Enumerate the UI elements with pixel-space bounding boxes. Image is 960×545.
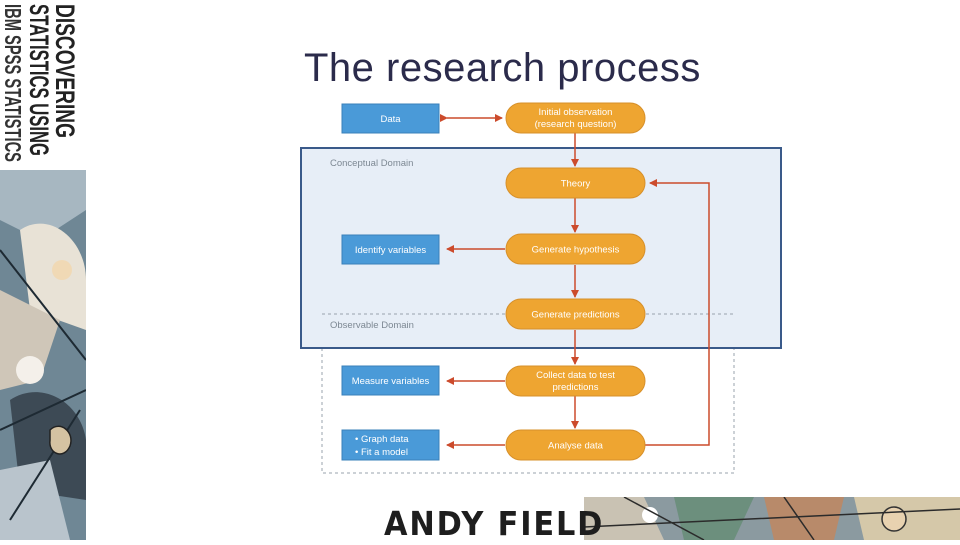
- step-generate-predictions-label: Generate predictions: [531, 310, 619, 321]
- book-title-line-3: IBM SPSS STATISTICS: [0, 4, 26, 162]
- book-title-line-2: STATISTICS USING: [24, 4, 54, 156]
- author-name: ANDY FIELD: [384, 504, 605, 543]
- box-graph-data-line-1: • Graph data: [355, 434, 409, 445]
- step-theory: Theory: [505, 167, 646, 199]
- comic-illustration-side: [0, 170, 87, 540]
- arrow-feedback-loop: [645, 179, 710, 446]
- observable-domain-label: Observable Domain: [330, 320, 414, 331]
- box-graph-data: • Graph data • Fit a model: [341, 429, 440, 461]
- box-measure-variables-label: Measure variables: [352, 376, 430, 387]
- step-generate-hypothesis-label: Generate hypothesis: [532, 245, 620, 256]
- box-identify-variables-label: Identify variables: [355, 245, 427, 256]
- box-data: Data: [341, 103, 440, 134]
- book-title-logo: DISCOVERING STATISTICS USING IBM SPSS ST…: [0, 0, 86, 170]
- step-collect-data-line-2: predictions: [553, 382, 599, 393]
- book-title-svg: DISCOVERING STATISTICS USING IBM SPSS ST…: [0, 4, 80, 162]
- step-generate-hypothesis: Generate hypothesis: [505, 233, 646, 265]
- box-identify-variables: Identify variables: [341, 234, 440, 265]
- comic-illustration-bottom: [583, 496, 960, 541]
- step-theory-label: Theory: [561, 179, 591, 190]
- box-data-label: Data: [380, 114, 401, 125]
- book-cover-strip: DISCOVERING STATISTICS USING IBM SPSS ST…: [0, 0, 87, 540]
- box-graph-data-line-2: • Fit a model: [355, 447, 408, 458]
- step-initial-observation-line-2: (research question): [535, 119, 617, 130]
- step-initial-observation-line-1: Initial observation: [539, 107, 613, 118]
- step-initial-observation: Initial observation (research question): [505, 102, 646, 134]
- slide-title: The research process: [304, 46, 701, 90]
- book-title-line-1: DISCOVERING: [50, 4, 80, 138]
- step-collect-data-line-1: Collect data to test: [536, 370, 615, 381]
- conceptual-domain-label: Conceptual Domain: [330, 158, 413, 169]
- step-analyse-data-label: Analyse data: [548, 441, 604, 452]
- box-measure-variables: Measure variables: [341, 365, 440, 396]
- step-analyse-data: Analyse data: [505, 429, 646, 461]
- step-collect-data: Collect data to test predictions: [505, 365, 646, 397]
- step-generate-predictions: Generate predictions: [505, 298, 646, 330]
